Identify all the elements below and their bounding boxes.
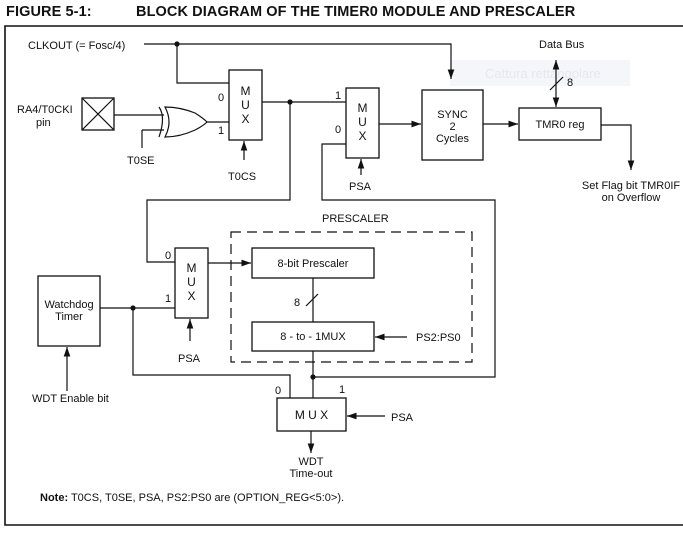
psa-mid-label: PSA <box>178 353 201 365</box>
mux4-label: M U X <box>295 408 328 422</box>
mux1-block <box>228 69 263 141</box>
mux3-in0-label: 0 <box>165 250 171 262</box>
wdt-timeout-label-line1: WDT <box>298 456 323 468</box>
sync-label-line3: Cycles <box>436 133 470 145</box>
mux3-in1-label: 1 <box>165 293 171 305</box>
prescaler-to-mux2-wire <box>313 143 496 378</box>
prescaler-group-label: PRESCALER <box>322 213 389 225</box>
mux3-block <box>174 247 209 319</box>
clkout-to-sync-wire <box>144 43 455 79</box>
mux-8to1-label: 8 - to - 1MUX <box>280 331 346 343</box>
wdt-timeout-label-line2: Time-out <box>290 468 333 480</box>
ps-select-label: PS2:PS0 <box>416 332 461 344</box>
mux1-in1-label: 1 <box>218 125 224 137</box>
wdt-enable-label: WDT Enable bit <box>32 393 109 405</box>
mux3-letter-x: X <box>187 289 195 303</box>
watchdog-block <box>37 275 101 347</box>
clkout-label: CLKOUT (= Fosc/4) <box>28 40 125 52</box>
t0cs-label: T0CS <box>228 171 256 183</box>
mux1-in0-label: 0 <box>218 92 224 104</box>
psa-bottom-label: PSA <box>391 412 414 424</box>
data-bus-label: Data Bus <box>539 39 585 51</box>
figure-number: FIGURE 5-1: <box>6 4 92 20</box>
xor-gate-icon <box>158 106 208 138</box>
footnote: Note: T0CS, T0SE, PSA, PS2:PS0 are (OPTI… <box>40 492 344 504</box>
mux1-letter-u: U <box>241 98 250 112</box>
pin-icon <box>81 97 115 131</box>
prescaler-bus-width-label: 8 <box>294 297 300 309</box>
mux4-in1-label: 1 <box>339 384 345 396</box>
watchdog-label-line2: Timer <box>55 311 83 323</box>
mux1-letter-m: M <box>241 84 251 98</box>
mux2-block <box>345 87 380 159</box>
overflow-wire <box>601 124 635 170</box>
overflow-label-line1: Set Flag bit TMR0IF <box>582 180 680 192</box>
prescaler-8bit-block <box>251 247 375 279</box>
prescaler-bus-width-slash <box>305 293 319 307</box>
footnote-text: T0CS, T0SE, PSA, PS2:PS0 are (OPTION_REG… <box>68 492 345 504</box>
pin-label-line2: pin <box>36 117 51 129</box>
figure-frame <box>4 25 683 526</box>
ghost-overlay-text: Cattura rettangolare <box>485 66 601 81</box>
sync-label-line2: 2 <box>449 121 455 133</box>
clkout-to-mux1-wire <box>176 44 229 84</box>
footnote-label: Note: <box>40 492 69 504</box>
psa-top-label: PSA <box>349 181 372 193</box>
mux3-letter-u: U <box>187 275 196 289</box>
prescaler-8bit-label: 8-bit Prescaler <box>278 258 349 270</box>
mux4-block <box>276 397 347 432</box>
mux2-letter-x: X <box>358 129 366 143</box>
junction-dot <box>310 374 316 380</box>
prescaler-group-frame <box>230 231 473 363</box>
mux2-in0-label: 0 <box>335 124 341 136</box>
ghost-overlay-bg <box>450 60 630 86</box>
mux2-letter-u: U <box>358 115 367 129</box>
mux4-in0-label: 0 <box>275 385 281 397</box>
sync-label-line1: SYNC <box>437 109 468 121</box>
mux1-letter-x: X <box>241 112 249 126</box>
t0se-label: T0SE <box>127 155 155 167</box>
watchdog-label-line1: Watchdog <box>44 299 93 311</box>
data-bus-width-slash <box>549 76 564 91</box>
mux3-letter-m: M <box>187 261 197 275</box>
overflow-label-line2: on Overflow <box>602 192 661 204</box>
mux1-to-mux3-wire <box>146 102 291 263</box>
figure-title: BLOCK DIAGRAM OF THE TIMER0 MODULE AND P… <box>136 4 576 20</box>
sync-block <box>421 89 484 161</box>
data-bus-width-label: 8 <box>567 77 573 89</box>
mux2-letter-m: M <box>358 101 368 115</box>
mux2-in1-label: 1 <box>335 90 341 102</box>
watchdog-to-mux4-wire <box>132 308 291 398</box>
pin-label-line1: RA4/T0CKI <box>17 104 73 116</box>
tmr0-block <box>518 107 602 141</box>
tmr0-label: TMR0 reg <box>536 119 585 131</box>
